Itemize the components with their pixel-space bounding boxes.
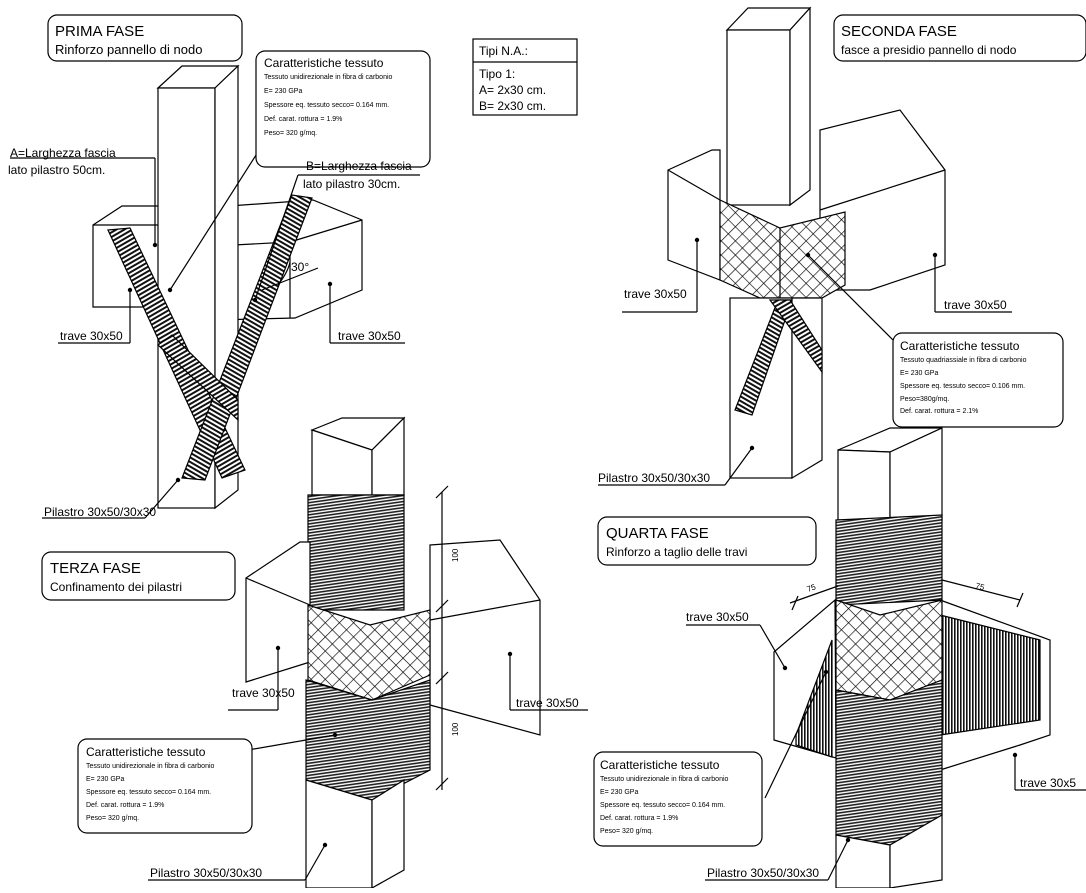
phase1-fabric-line: Peso= 320 g/mq. [264, 130, 317, 137]
phase1-label-a-line2: lato pilastro 50cm. [8, 163, 105, 177]
leader-dots [127, 237, 1018, 848]
phase4-dim-right: 75 [974, 581, 985, 592]
phase4-fabric-box [593, 751, 763, 847]
phase2-column: Pilastro 30x50/30x30 [598, 471, 710, 485]
phase1-fabric-line: Spessore eq. tessuto secco= 0.164 mm. [264, 102, 389, 109]
phase4-title-box [597, 516, 817, 566]
types-box [472, 38, 578, 116]
phase4-fabric-line: Spessore eq. tessuto secco= 0.164 mm. [600, 802, 725, 809]
phase3-fabric-line: E= 230 GPa [86, 776, 124, 783]
phase2-fabric-line: Def. carat. rottura = 2.1% [900, 408, 978, 415]
phase1-title: PRIMA FASE [55, 23, 144, 40]
phase2-fabric-line: E= 230 GPa [900, 370, 938, 377]
phase1-label-b-line1: B=Larghezza fascia [306, 159, 412, 173]
phase2-beam-right: trave 30x50 [944, 298, 1007, 312]
phase4-fabric-line: Tessuto unidirezionale in fibra di carbo… [600, 776, 729, 783]
phase2-drawing [667, 6, 946, 480]
phase1-fabric-heading: Caratteristiche tessuto [264, 56, 384, 70]
phase2-fabric-line: Spessore eq. tessuto secco= 0.106 mm. [900, 383, 1025, 390]
phase4-fabric-line: Def. carat. rottura = 1.9% [600, 815, 678, 822]
phase1-label-b-line2: lato pilastro 30cm. [303, 177, 400, 191]
phase4-fabric-line: Peso= 320 g/mq. [600, 828, 653, 835]
types-line1: Tipo 1: [479, 67, 515, 81]
phase1-fabric-line: Tessuto unidirezionale in fibra di carbo… [264, 74, 393, 81]
phase4-subtitle: Rinforzo a taglio delle travi [606, 545, 747, 559]
phase3-fabric-line: Tessuto unidirezionale in fibra di carbo… [86, 763, 215, 770]
phase4-drawing [773, 427, 1051, 889]
leader-lines [10, 129, 1086, 881]
phase3-title: TERZA FASE [50, 560, 141, 577]
phase4-beam-left: trave 30x50 [686, 610, 749, 624]
types-line2: A= 2x30 cm. [479, 83, 546, 97]
phase2-beam-left: trave 30x50 [624, 287, 687, 301]
phase1-title-box [47, 14, 243, 62]
types-line3: B= 2x30 cm. [479, 99, 546, 113]
phase3-column: Pilastro 30x50/30x30 [150, 866, 262, 880]
phase2-fabric-heading: Caratteristiche tessuto [900, 339, 1020, 353]
phase3-beam-left: trave 30x50 [232, 686, 295, 700]
phase1-drawing [92, 64, 363, 510]
phase3-beam-right: trave 30x50 [516, 696, 579, 710]
phase3-fabric-box [77, 738, 253, 834]
phase3-dim-top: 100 [451, 548, 460, 562]
phase2-fabric-box [892, 332, 1064, 428]
phase3-dim-bottom: 100 [451, 722, 460, 736]
phase4-dim-left: 75 [806, 582, 818, 594]
phase3-subtitle: Confinamento dei pilastri [50, 580, 182, 594]
phase1-column: Pilastro 30x50/30x30 [44, 505, 156, 519]
phase1-subtitle: Rinforzo pannello di nodo [55, 42, 202, 57]
phase3-fabric-heading: Caratteristiche tessuto [86, 745, 206, 759]
phase1-fabric-line: Def. carat. rottura = 1.9% [264, 116, 342, 123]
phase1-label-a-line1: A=Larghezza fascia [10, 146, 116, 160]
phase1-fabric-line: E= 230 GPa [264, 88, 302, 95]
phase1-beam-left: trave 30x50 [60, 329, 123, 343]
phase4-title: QUARTA FASE [606, 525, 709, 542]
phase2-fabric-line: Tessuto quadriassiale in fibra di carbon… [900, 357, 1027, 364]
phase3-fabric-line: Spessore eq. tessuto secco= 0.164 mm. [86, 789, 211, 796]
phase3-fabric-line: Def. carat. rottura = 1.9% [86, 802, 164, 809]
phase3-title-box [41, 551, 236, 601]
phase4-fabric-heading: Caratteristiche tessuto [600, 758, 720, 772]
phase2-subtitle: fasce a presidio pannello di nodo [841, 43, 1017, 57]
phase3-fabric-line: Peso= 320 g/mq. [86, 815, 139, 822]
phase2-fabric-line: Peso=380g/mq. [900, 396, 949, 403]
phase2-title: SECONDA FASE [841, 23, 957, 40]
phase4-fabric-line: E= 230 GPa [600, 789, 638, 796]
phase1-beam-right: trave 30x50 [338, 329, 401, 343]
phase1-fabric-box [255, 50, 431, 168]
phase2-title-box [833, 14, 1086, 62]
phase4-column: Pilastro 30x50/30x30 [707, 866, 819, 880]
phase3-drawing [245, 416, 541, 890]
phase1-angle: 30° [291, 260, 309, 274]
phase4-beam-right: trave 30x5 [1020, 776, 1076, 790]
types-header: Tipi N.A.: [479, 44, 528, 58]
